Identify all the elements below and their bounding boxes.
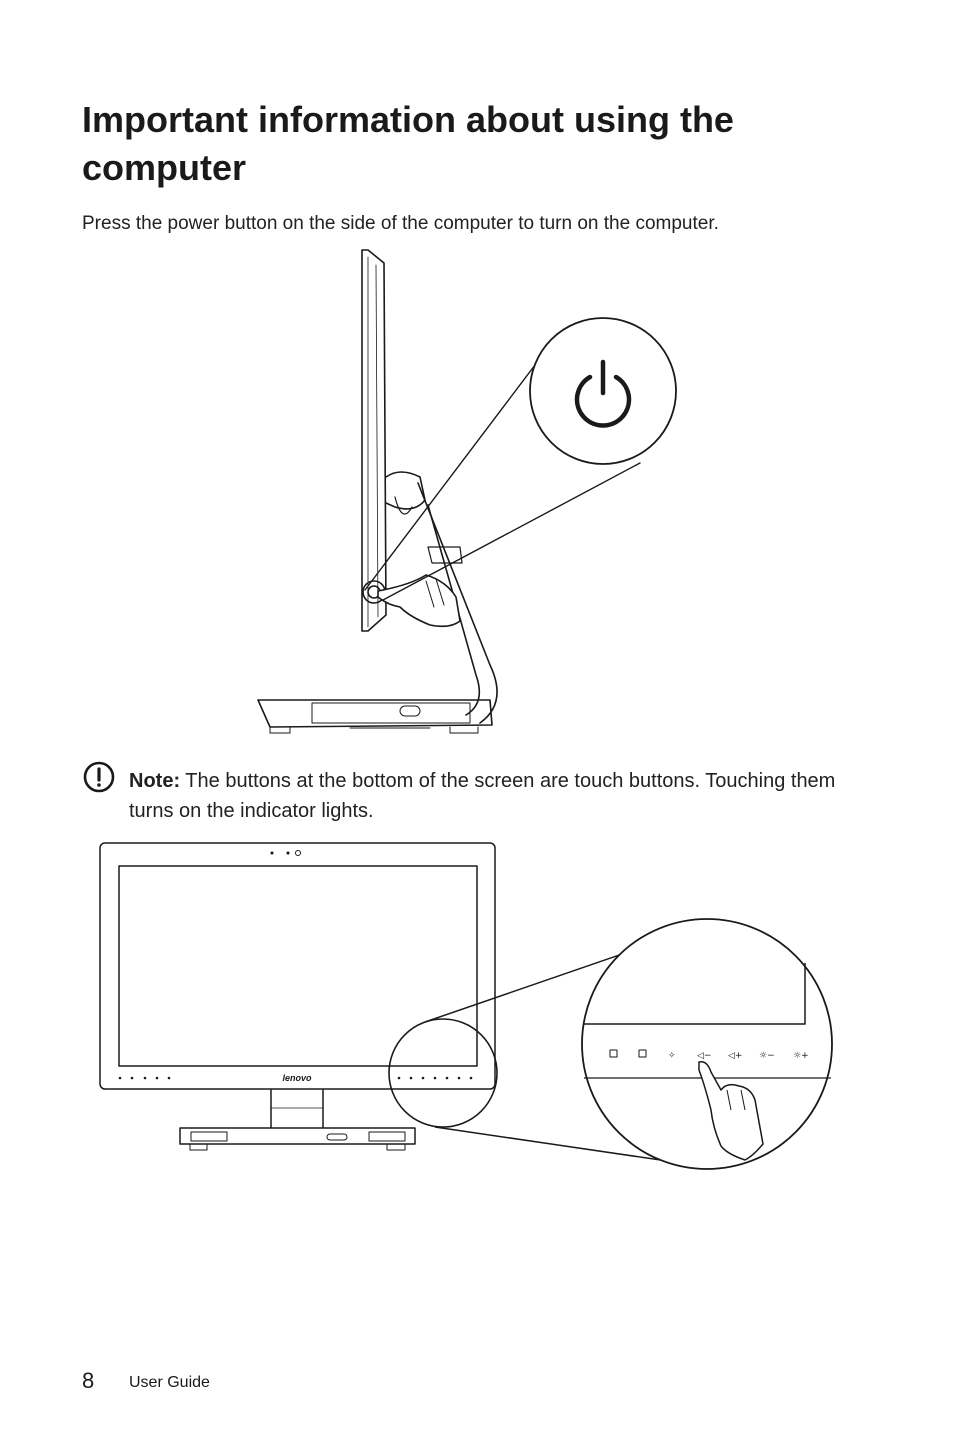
pointing-hand-icon (698, 1060, 764, 1161)
pointing-hand-icon (377, 574, 461, 628)
note-paragraph: Note: The buttons at the bottom of the s… (129, 766, 869, 826)
exclamation-circle-icon (82, 760, 116, 794)
note-label: Note: (129, 770, 181, 792)
volume-up-glyph: ◁+ (728, 1051, 742, 1061)
intro-paragraph: Press the power button on the side of th… (82, 213, 719, 234)
note-text: The buttons at the bottom of the screen … (129, 770, 836, 822)
page-number: 8 (82, 1368, 95, 1393)
brand-logo: lenovo (282, 1073, 312, 1083)
side-view-figure (250, 245, 690, 745)
page-title: Important information about using the co… (82, 99, 734, 188)
footer-title: User Guide (129, 1374, 210, 1391)
brightness-down-glyph: ☼− (759, 1051, 775, 1061)
front-view-figure: lenovo ✧ ◁− ◁+ ☼− ☼+ (95, 838, 845, 1178)
power-icon (574, 359, 632, 428)
volume-down-glyph: ◁− (697, 1051, 711, 1061)
brightness-up-glyph: ☼+ (793, 1051, 809, 1061)
touch-button-glyph: ✧ (668, 1051, 676, 1061)
